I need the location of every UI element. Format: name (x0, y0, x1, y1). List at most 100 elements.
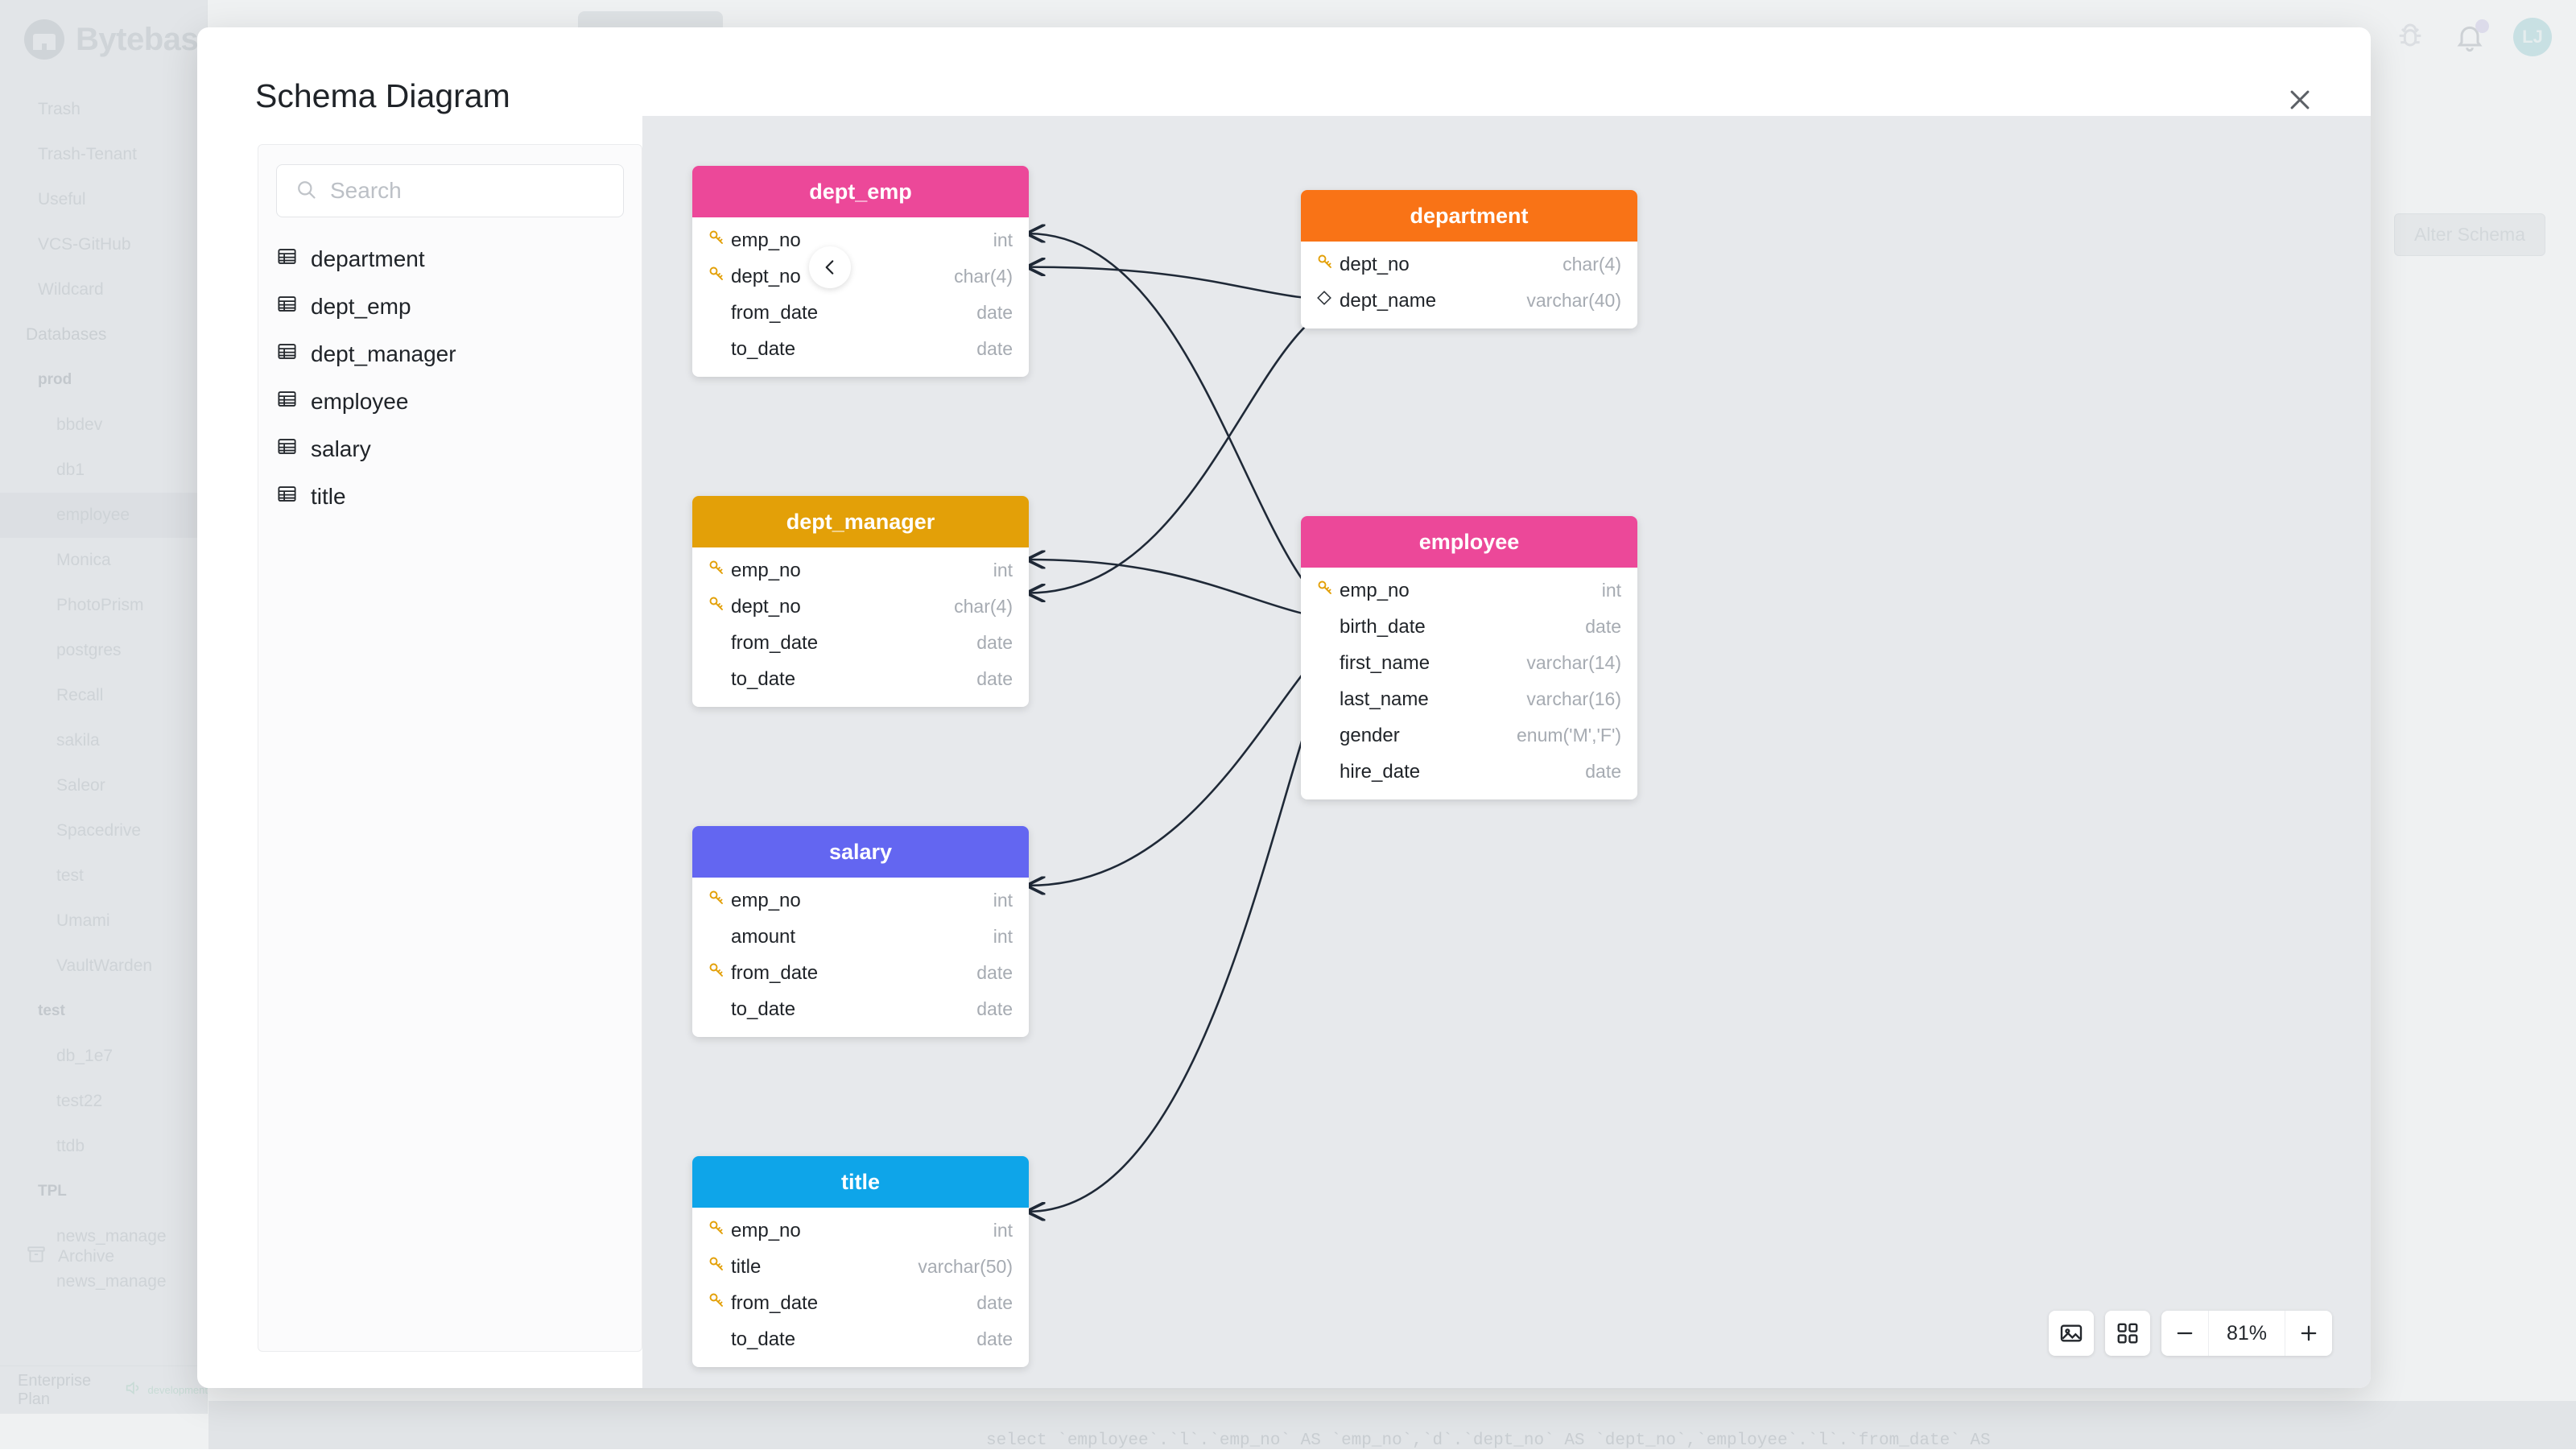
sidebar-collapse-button[interactable] (809, 246, 851, 288)
erd-column-name: emp_no (731, 1220, 993, 1242)
erd-column-name: emp_no (731, 890, 993, 912)
zoom-out-button[interactable] (2161, 1311, 2208, 1356)
table-list-item[interactable]: dept_manager (258, 330, 642, 378)
table-list-item-label: title (311, 484, 346, 510)
page-title: Schema Diagram (255, 77, 510, 115)
primary-key-icon (707, 558, 731, 583)
unique-key-icon (1315, 289, 1340, 312)
erd-column-type: date (976, 1292, 1013, 1314)
erd-column-name: emp_no (731, 229, 993, 252)
erd-column-type: date (976, 302, 1013, 324)
erd-column-type: varchar(16) (1526, 688, 1621, 710)
erd-column-type: varchar(40) (1526, 290, 1621, 312)
erd-table-header: department (1301, 190, 1637, 242)
table-list-item[interactable]: department (258, 235, 642, 283)
erd-column-type: varchar(14) (1526, 652, 1621, 674)
erd-column-type: varchar(50) (918, 1256, 1013, 1278)
table-list-item[interactable]: employee (258, 378, 642, 425)
primary-key-icon (707, 264, 731, 289)
table-list-item-label: department (311, 246, 425, 272)
canvas-toolbar: 81% (2049, 1311, 2332, 1356)
zoom-level-label[interactable]: 81% (2208, 1311, 2285, 1356)
erd-table-header: title (692, 1156, 1029, 1208)
table-list-item-label: salary (311, 436, 371, 462)
erd-column-type: int (993, 1220, 1013, 1241)
table-list-item[interactable]: title (258, 473, 642, 520)
table-list-item[interactable]: dept_emp (258, 283, 642, 330)
primary-key-icon (707, 1254, 731, 1279)
erd-column-name: birth_date (1340, 616, 1585, 638)
close-icon[interactable] (2279, 79, 2321, 121)
erd-column-type: enum('M','F') (1517, 725, 1621, 746)
table-list-item-label: dept_manager (311, 341, 456, 367)
erd-table-header: dept_manager (692, 496, 1029, 547)
erd-column-name: last_name (1340, 688, 1526, 711)
erd-column-type: date (976, 338, 1013, 360)
table-icon (276, 341, 298, 368)
erd-column-type: date (976, 632, 1013, 654)
erd-column-name: to_date (731, 998, 976, 1021)
schema-diagram-modal: Schema Diagram department dept_emp dept_ma… (197, 27, 2371, 1388)
erd-column-name: dept_no (1340, 254, 1563, 276)
erd-column-name: from_date (731, 632, 976, 655)
erd-column-type: int (993, 890, 1013, 911)
zoom-in-button[interactable] (2285, 1311, 2332, 1356)
table-icon (276, 293, 298, 320)
erd-column-name: hire_date (1340, 761, 1585, 783)
erd-column-name: first_name (1340, 652, 1526, 675)
erd-column-name: emp_no (731, 560, 993, 582)
primary-key-icon (707, 594, 731, 619)
table-list-item-label: employee (311, 389, 408, 415)
erd-column-type: date (1585, 616, 1621, 638)
table-icon (276, 388, 298, 415)
erd-column-type: date (1585, 761, 1621, 783)
erd-column-name: dept_no (731, 596, 954, 618)
auto-layout-button[interactable] (2105, 1311, 2150, 1356)
primary-key-icon (1315, 252, 1340, 277)
primary-key-icon (707, 1291, 731, 1316)
erd-column-type: int (1602, 580, 1621, 601)
primary-key-icon (707, 228, 731, 253)
erd-column-type: date (976, 998, 1013, 1020)
search-box[interactable] (276, 164, 624, 217)
primary-key-icon (707, 888, 731, 913)
erd-column-name: to_date (731, 668, 976, 691)
erd-column-type: date (976, 1328, 1013, 1350)
export-image-button[interactable] (2049, 1311, 2094, 1356)
table-list-item-label: dept_emp (311, 294, 411, 320)
erd-column-name: from_date (731, 962, 976, 985)
table-icon (276, 246, 298, 273)
table-list-item[interactable]: salary (258, 425, 642, 473)
search-input[interactable] (330, 178, 605, 204)
erd-column-type: char(4) (1563, 254, 1621, 275)
erd-column-name: amount (731, 926, 993, 948)
